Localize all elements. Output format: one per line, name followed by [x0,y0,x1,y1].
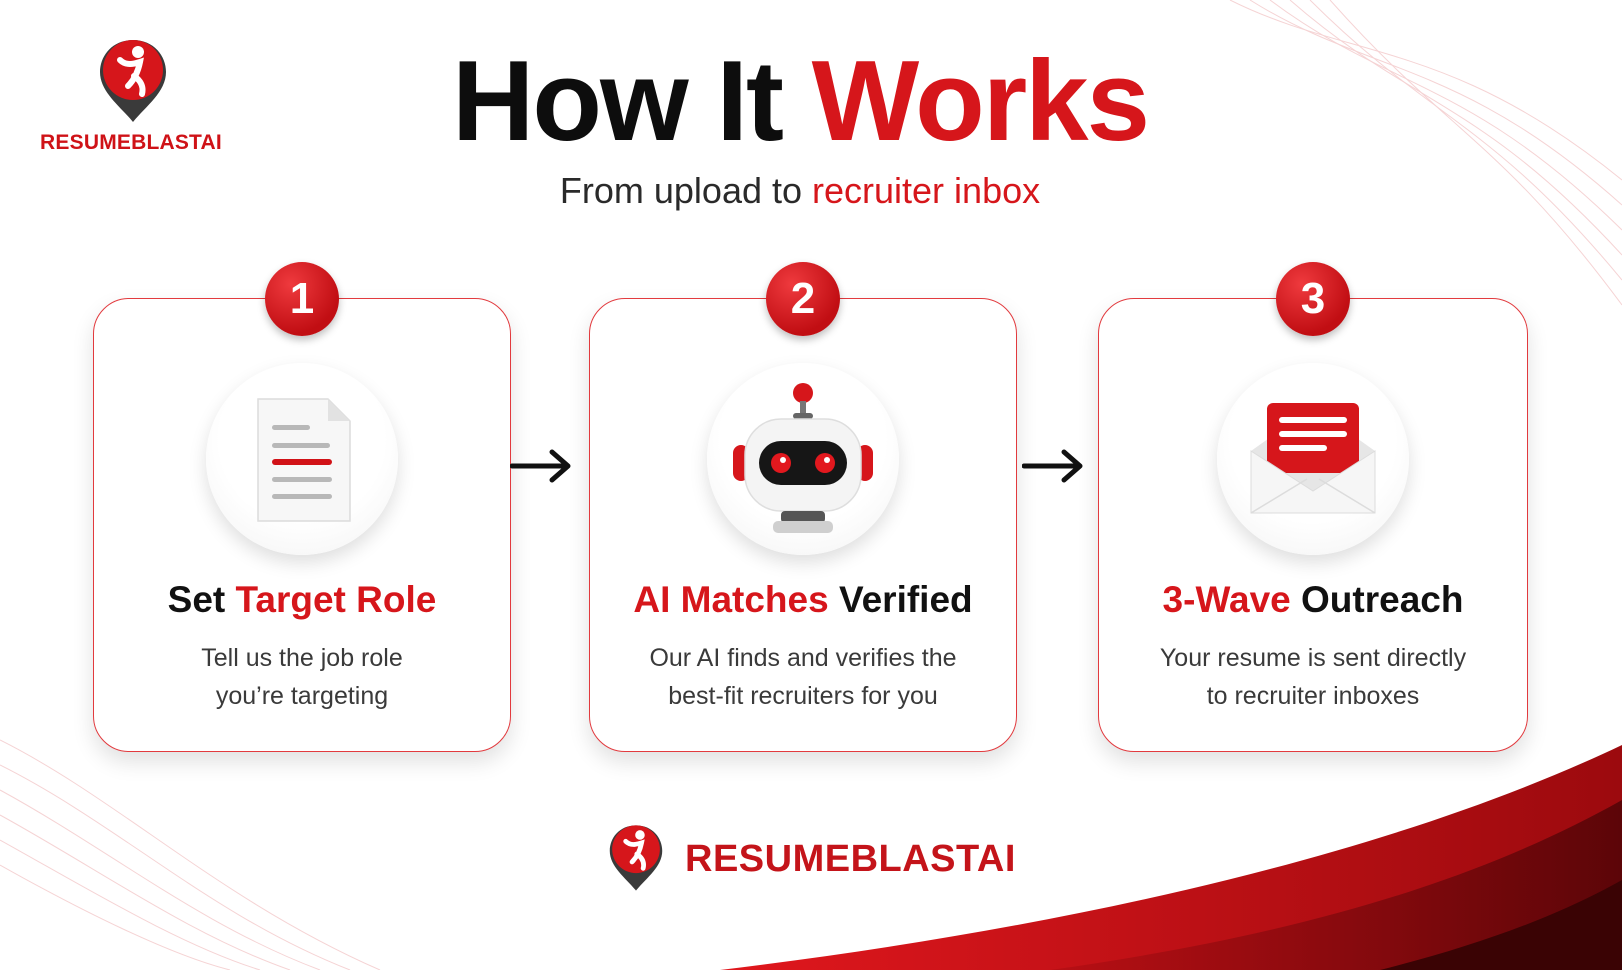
logo-pin-icon [100,40,166,122]
step-title-plain: Set [167,579,236,620]
brand-wordmark: RESUMEBLASTAI [685,838,1016,880]
step-description-line: Your resume is sent directly [1159,644,1467,672]
arrow-right-icon [1022,449,1083,483]
step-description-line: to recruiter inboxes [1206,682,1420,710]
step-number-badge: 2 [766,262,840,336]
step-description-line: you’re targeting [215,682,389,710]
step-title-accent: Target Role [235,579,437,620]
step-description-line: best-fit recruiters for you [668,682,938,710]
envelope-icon [1250,403,1376,514]
title-accent: Works [811,38,1150,165]
arrow-right-icon [510,449,571,483]
step-description-line: Our AI finds and verifies the [649,644,957,672]
step-title-accent: 3-Wave [1162,579,1291,620]
step-icon-circle [206,363,398,555]
step-card-2: 2 AI Matches Verified Our AI finds and v… [589,262,1017,752]
step-number-badge: 3 [1276,262,1350,336]
page-subtitle: From upload to recruiter inbox [300,170,1300,212]
document-icon [257,398,351,522]
brand-logo-top: RESUMEBLASTAI [26,36,236,156]
step-description: Tell us the job role you’re targeting [114,639,490,715]
step-title: Set Target Role [94,579,510,621]
step-title: 3-Wave Outreach [1099,579,1527,621]
step-title-plain: Outreach [1290,579,1464,620]
subtitle-plain: From upload to [559,170,813,211]
step-description-line: Tell us the job role [201,644,403,672]
brand-wordmark: RESUMEBLASTAI [40,131,222,154]
step-card-1: 1 Set Target Role Tell us the job role y… [93,262,511,752]
page-title: How It Works [300,42,1300,162]
step-title-accent: AI Matches [633,579,829,620]
step-description: Our AI finds and verifies the best-fit r… [610,639,996,715]
step-number-badge: 1 [265,262,339,336]
step-title: AI Matches Verified [590,579,1016,621]
step-card-3: 3 3-Wave Outreach Your resume is sent di… [1098,262,1528,752]
step-icon-circle [1217,363,1409,555]
robot-icon [733,383,873,533]
step-title-plain: Verified [828,579,973,620]
logo-pin-icon [609,825,663,891]
brand-logo-bottom: RESUMEBLASTAI [605,818,1025,908]
step-description: Your resume is sent directly to recruite… [1119,639,1507,715]
step-icon-circle [707,363,899,555]
title-plain: How It [452,38,812,165]
subtitle-accent: recruiter inbox [812,170,1041,211]
